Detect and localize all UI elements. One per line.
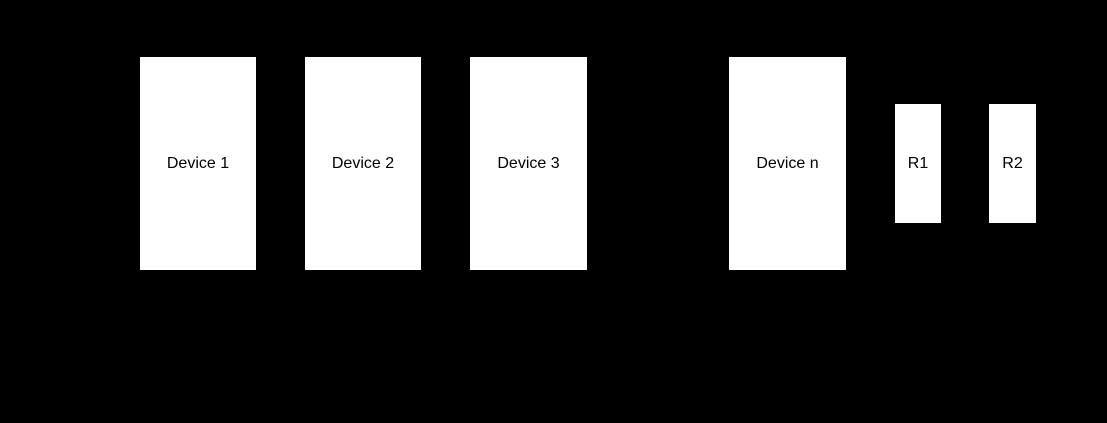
- node-resistor-r2: R2: [989, 104, 1036, 223]
- node-device-3: Device 3: [470, 57, 587, 270]
- node-device-2-label: Device 2: [331, 154, 395, 172]
- node-device-n: Device n: [729, 57, 846, 270]
- node-device-1: Device 1: [140, 57, 256, 270]
- node-resistor-r1-label: R1: [907, 154, 929, 172]
- node-device-3-label: Device 3: [497, 154, 560, 172]
- node-device-n-label: Device n: [756, 154, 819, 172]
- node-resistor-r1: R1: [895, 104, 941, 223]
- node-resistor-r2-label: R2: [1002, 154, 1023, 172]
- node-device-1-label: Device 1: [166, 154, 230, 172]
- node-device-2: Device 2: [305, 57, 421, 270]
